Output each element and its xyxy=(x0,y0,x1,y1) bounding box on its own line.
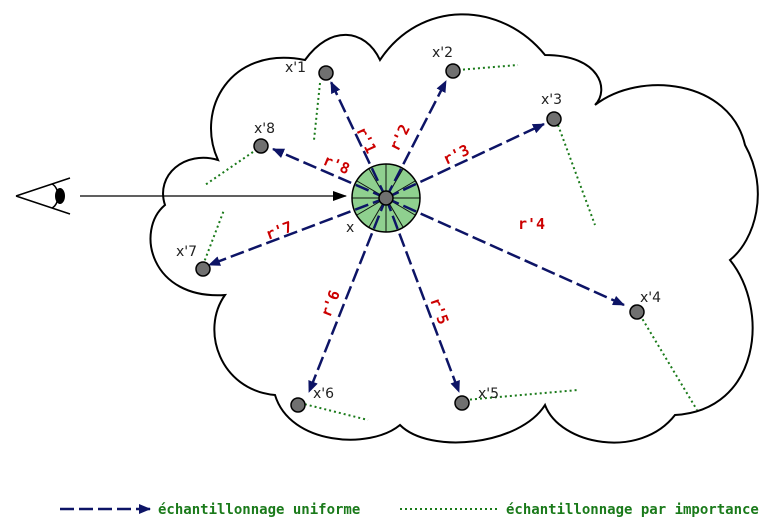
sample-point xyxy=(629,304,645,320)
sample-point xyxy=(454,395,470,411)
center-point xyxy=(378,190,394,206)
importance-line xyxy=(639,314,698,411)
point-label-x1: x'1 xyxy=(285,60,306,76)
ray-label-r1: r'1 xyxy=(352,124,380,156)
ray-label-r3: r'3 xyxy=(440,141,472,169)
legend-uniform-label: échantillonnage uniforme xyxy=(158,502,360,518)
cloud-outline xyxy=(149,13,759,444)
importance-line xyxy=(204,151,254,186)
legend: échantillonnage uniforme échantillonnage… xyxy=(60,502,759,518)
ray-label-r4: r'4 xyxy=(518,215,545,233)
sample-point xyxy=(445,63,461,79)
uniform-rays xyxy=(208,80,625,393)
point-label-x5: x'5 xyxy=(478,386,499,402)
sample-point xyxy=(253,138,269,154)
point-label-x6: x'6 xyxy=(313,386,334,402)
point-label-x3: x'3 xyxy=(541,92,562,108)
importance-line xyxy=(299,402,369,421)
sample-points xyxy=(195,63,645,413)
center-label: x xyxy=(346,220,354,236)
ray-r5 xyxy=(384,197,461,393)
ray-label-r7: r'7 xyxy=(263,218,295,244)
point-label-x4: x'4 xyxy=(640,290,661,306)
point-label-x2: x'2 xyxy=(432,45,453,61)
ray-label-r2: r'2 xyxy=(386,122,414,154)
sample-point xyxy=(546,111,562,127)
ray-r1 xyxy=(329,81,388,199)
point-label-x7: x'7 xyxy=(176,244,197,260)
sample-point xyxy=(195,261,211,277)
ray-r8 xyxy=(272,147,387,200)
importance-line xyxy=(457,64,519,71)
ray-r3 xyxy=(385,122,545,200)
ray-label-r8: r'8 xyxy=(320,151,352,178)
importance-line xyxy=(557,124,596,226)
legend-importance-label: échantillonnage par importance xyxy=(506,502,759,518)
point-label-x8: x'8 xyxy=(254,121,275,137)
importance-line xyxy=(313,82,321,141)
importance-lines xyxy=(202,64,698,421)
ray-r7 xyxy=(208,196,387,267)
eye-icon xyxy=(15,177,71,215)
ray-label-r5: r'5 xyxy=(426,295,452,327)
ray-r4 xyxy=(385,196,625,307)
sample-point xyxy=(290,397,306,413)
importance-line xyxy=(464,389,579,401)
ray-r2 xyxy=(384,80,448,199)
importance-line xyxy=(202,209,225,266)
sample-point xyxy=(318,65,334,81)
ray-r6 xyxy=(307,197,388,393)
